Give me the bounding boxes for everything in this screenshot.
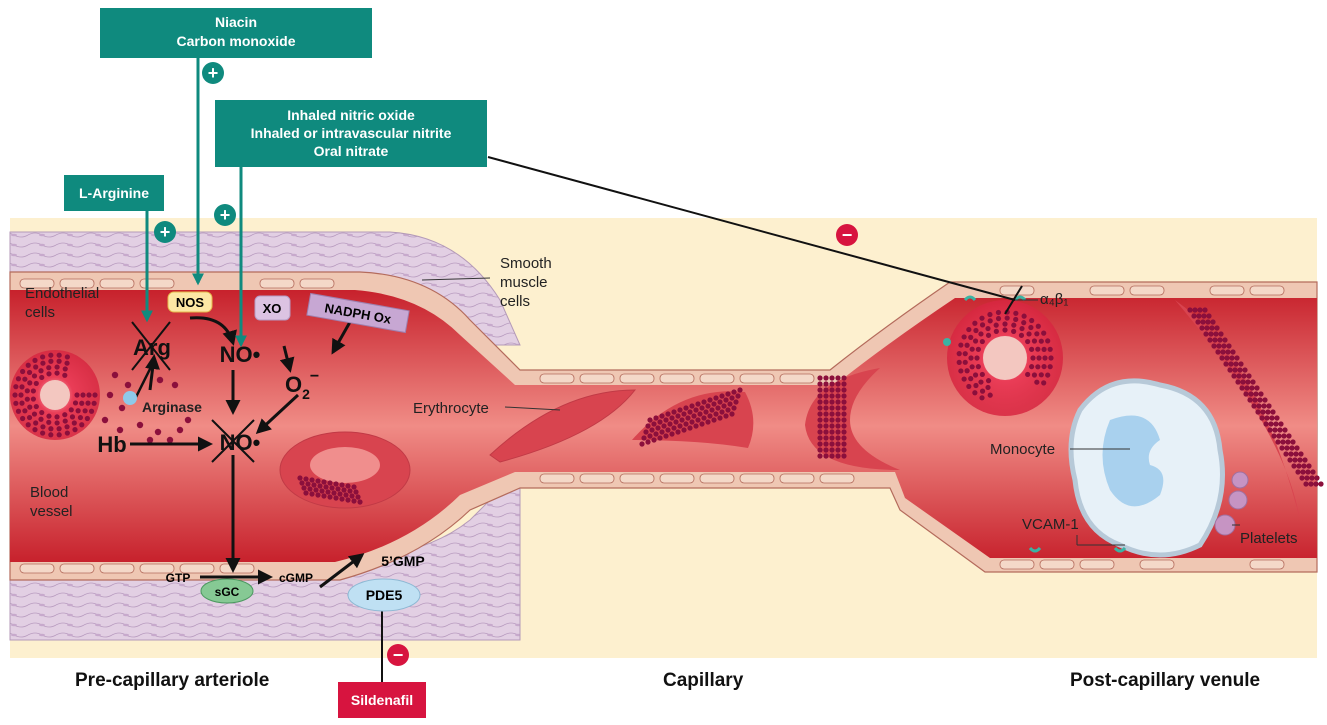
arginase-enzyme bbox=[123, 391, 137, 405]
svg-text:+: + bbox=[220, 205, 231, 225]
region-capillary: Capillary bbox=[663, 670, 744, 691]
monocyte-label: Monocyte bbox=[990, 441, 1055, 458]
no-radical-label: NO• bbox=[220, 342, 261, 367]
smooth-label-2: muscle bbox=[500, 274, 548, 291]
blood-label-1: Blood bbox=[30, 484, 68, 501]
minus-sign-sildenafil: − bbox=[387, 644, 409, 666]
niacin-line2: Carbon monoxide bbox=[176, 33, 295, 49]
xo-label: XO bbox=[263, 301, 282, 316]
endothelial-label-2: cells bbox=[25, 304, 55, 321]
endothelial-label-1: Endothelial bbox=[25, 285, 99, 302]
nitric-line2: Inhaled or intravascular nitrite bbox=[251, 125, 452, 141]
smooth-label-3: cells bbox=[500, 293, 530, 310]
nos-label: NOS bbox=[176, 295, 205, 310]
region-postcapillary: Post-capillary venule bbox=[1070, 670, 1260, 691]
cgmp-label: cGMP bbox=[279, 571, 313, 585]
blood-label-2: vessel bbox=[30, 503, 73, 520]
plus-sign-larginine: + bbox=[154, 221, 176, 243]
plus-sign-niacin: + bbox=[202, 62, 224, 84]
erythrocyte-label: Erythrocyte bbox=[413, 400, 489, 417]
plus-sign-nitric: + bbox=[214, 204, 236, 226]
no-scavenged-label: NO• bbox=[220, 430, 261, 455]
niacin-line1: Niacin bbox=[215, 14, 257, 30]
svg-text:−: − bbox=[842, 225, 853, 245]
svg-text:+: + bbox=[208, 63, 219, 83]
arg-label: Arg bbox=[133, 335, 171, 360]
larginine-label: L-Arginine bbox=[79, 185, 149, 201]
sildenafil-label: Sildenafil bbox=[351, 692, 413, 708]
region-precapillary: Pre-capillary arteriole bbox=[75, 670, 269, 691]
hb-label: Hb bbox=[97, 432, 126, 457]
pde5-label: PDE5 bbox=[366, 587, 403, 603]
nitric-line3: Oral nitrate bbox=[314, 143, 389, 159]
svg-text:+: + bbox=[160, 222, 171, 242]
smooth-label-1: Smooth bbox=[500, 255, 552, 272]
nitric-line1: Inhaled nitric oxide bbox=[287, 107, 415, 123]
gmp-label: 5’GMP bbox=[381, 553, 425, 569]
platelets-label: Platelets bbox=[1240, 530, 1298, 547]
sgc-label: sGC bbox=[215, 585, 240, 599]
receptor-dot bbox=[943, 338, 951, 346]
svg-text:−: − bbox=[393, 645, 404, 665]
vcam-label: VCAM-1 bbox=[1022, 516, 1079, 533]
arginase-label: Arginase bbox=[142, 399, 202, 415]
integrin-label: α₄β₁ bbox=[1040, 291, 1068, 308]
gtp-label: GTP bbox=[166, 571, 191, 585]
minus-sign-integrin: − bbox=[836, 224, 858, 246]
monocyte-cell bbox=[1071, 381, 1223, 555]
